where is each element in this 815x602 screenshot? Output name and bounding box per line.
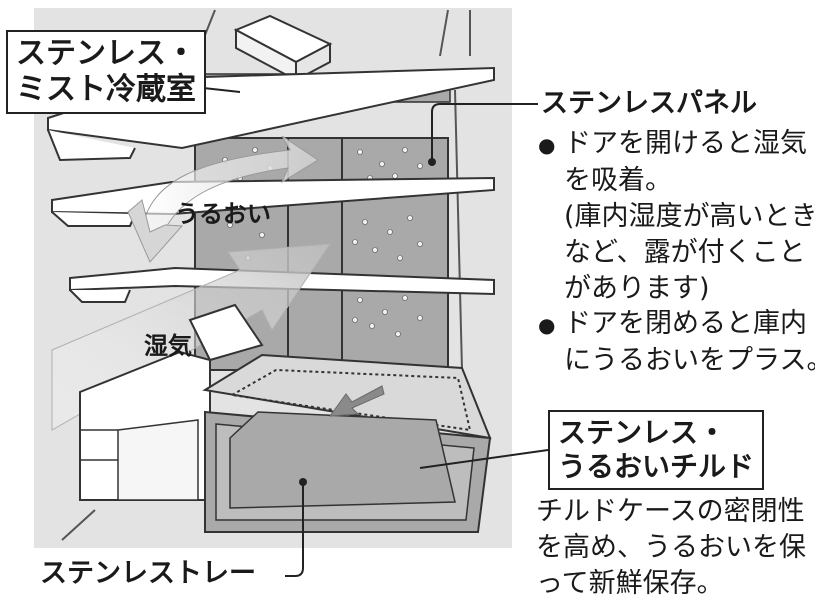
chilled-desc-line-2: を高め、うるおいを保	[536, 532, 806, 563]
curved-double-arrow-icon	[127, 135, 319, 263]
leader-tray	[285, 482, 304, 577]
bullet-1-line-4: など、露が付くこと	[564, 237, 806, 268]
leader-chilled	[419, 449, 549, 469]
bullet-2-line-2: にうるおいをプラス。	[564, 345, 815, 376]
humidity-label: 湿気	[144, 332, 192, 360]
door-bins	[79, 303, 264, 501]
chilled-case	[202, 353, 492, 533]
down-left-arrow-icon	[328, 385, 385, 417]
stainless-panel-title: ステンレスパネル	[541, 88, 757, 119]
bullet-1-line-1: ドアを開けると湿気	[564, 128, 807, 159]
moisture-label: うるおい	[175, 200, 271, 228]
bullet-2: ● ドアを閉めると庫内 にうるおいをプラス。	[538, 306, 815, 379]
bullet-1-line-3: (庫内湿度が高いとき	[564, 201, 815, 232]
chilled-compartment-label: ステンレス・ うるおいチルド	[548, 410, 765, 490]
bullet-2-marker: ●	[538, 313, 556, 337]
chilled-label-line-2: うるおいチルド	[558, 450, 755, 483]
chilled-desc-line-1: チルドケースの密閉性	[536, 496, 805, 527]
top-light-fixture	[233, 14, 333, 82]
leader-panel	[431, 103, 538, 162]
bullet-1-line-5: があります)	[564, 273, 710, 304]
stainless-tray-label: ステンレストレー	[40, 558, 256, 589]
bullet-1-marker: ●	[538, 133, 556, 157]
mist-compartment-label: ステンレス・ ミスト冷蔵室	[6, 30, 206, 114]
chilled-desc-line-3: って新鮮保存。	[536, 568, 724, 599]
bullet-2-line-1: ドアを閉めると庫内	[564, 308, 807, 339]
bullet-1-line-2: を吸着。	[564, 165, 672, 196]
bullet-1: ● ドアを開けると湿気 を吸着。 (庫内湿度が高いとき など、露が付くこと があり…	[538, 126, 815, 307]
chilled-description: チルドケースの密閉性 を高め、うるおいを保 って新鮮保存。	[536, 494, 806, 602]
mist-compartment-line-1: ステンレス・	[16, 36, 196, 71]
chilled-label-line-1: ステンレス・	[558, 416, 727, 449]
mist-compartment-line-2: ミスト冷蔵室	[16, 72, 196, 107]
